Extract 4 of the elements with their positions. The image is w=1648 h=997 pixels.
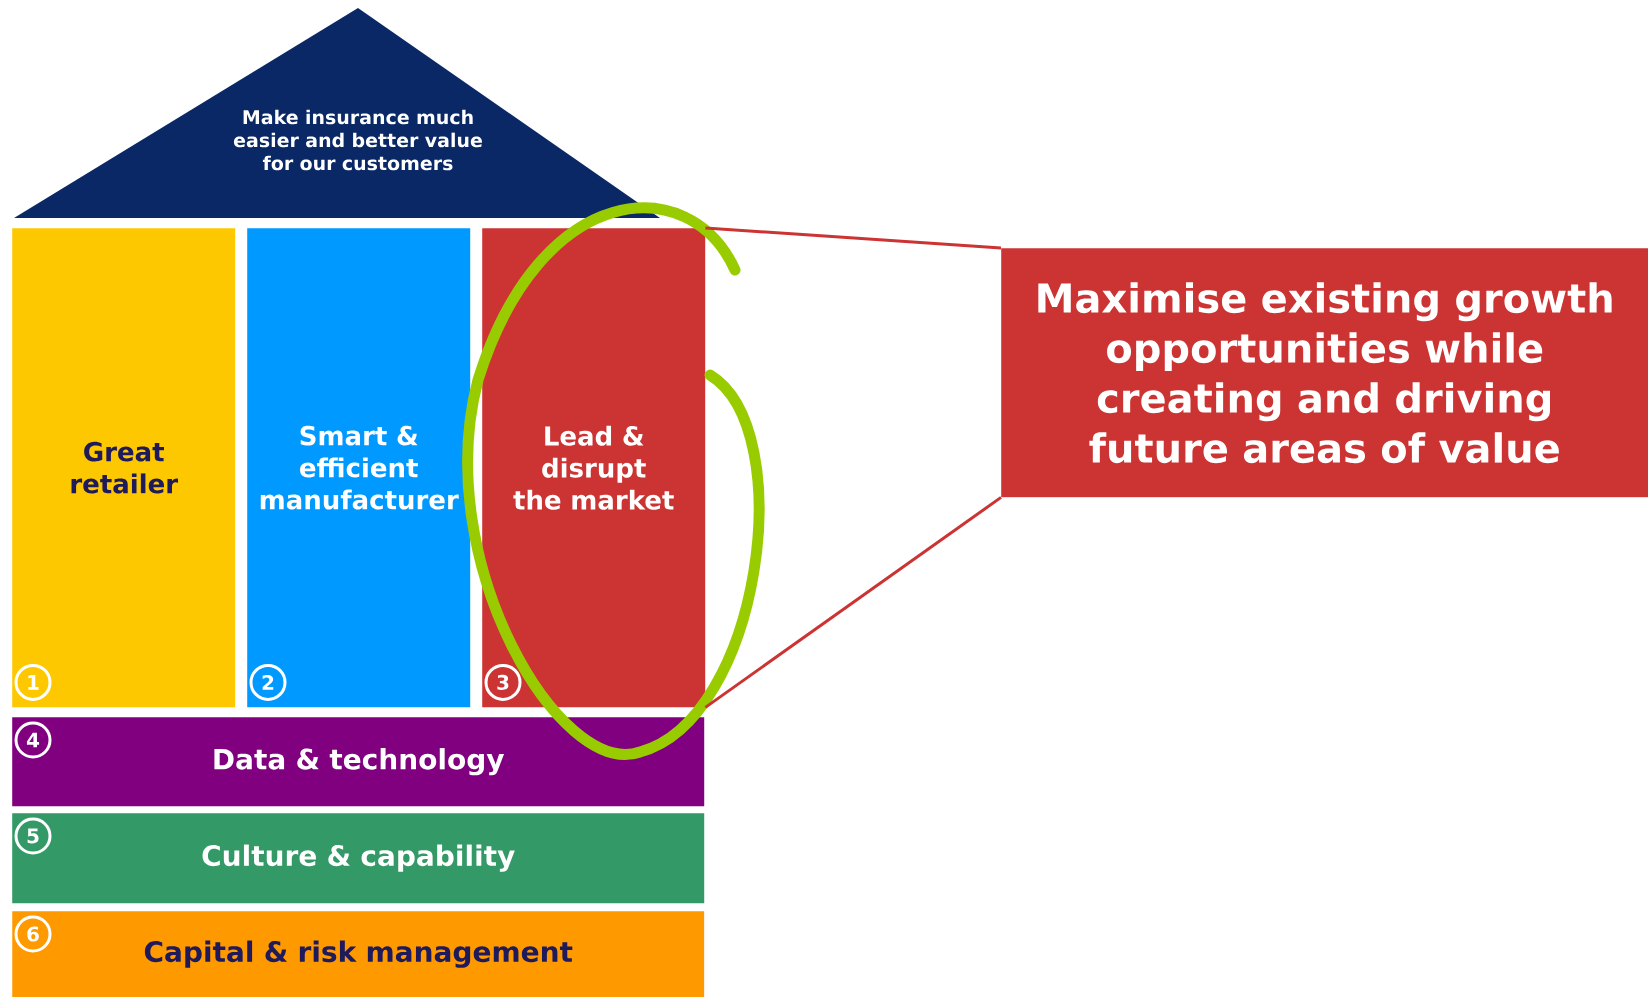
zoom-line xyxy=(704,496,1002,709)
zoom-line xyxy=(705,226,1002,250)
callout-box: Maximise existing growth opportunities while creating and driving future areas of value xyxy=(1001,248,1648,498)
roof-triangle: Make insurance much easier and better value for our customers xyxy=(14,8,660,218)
